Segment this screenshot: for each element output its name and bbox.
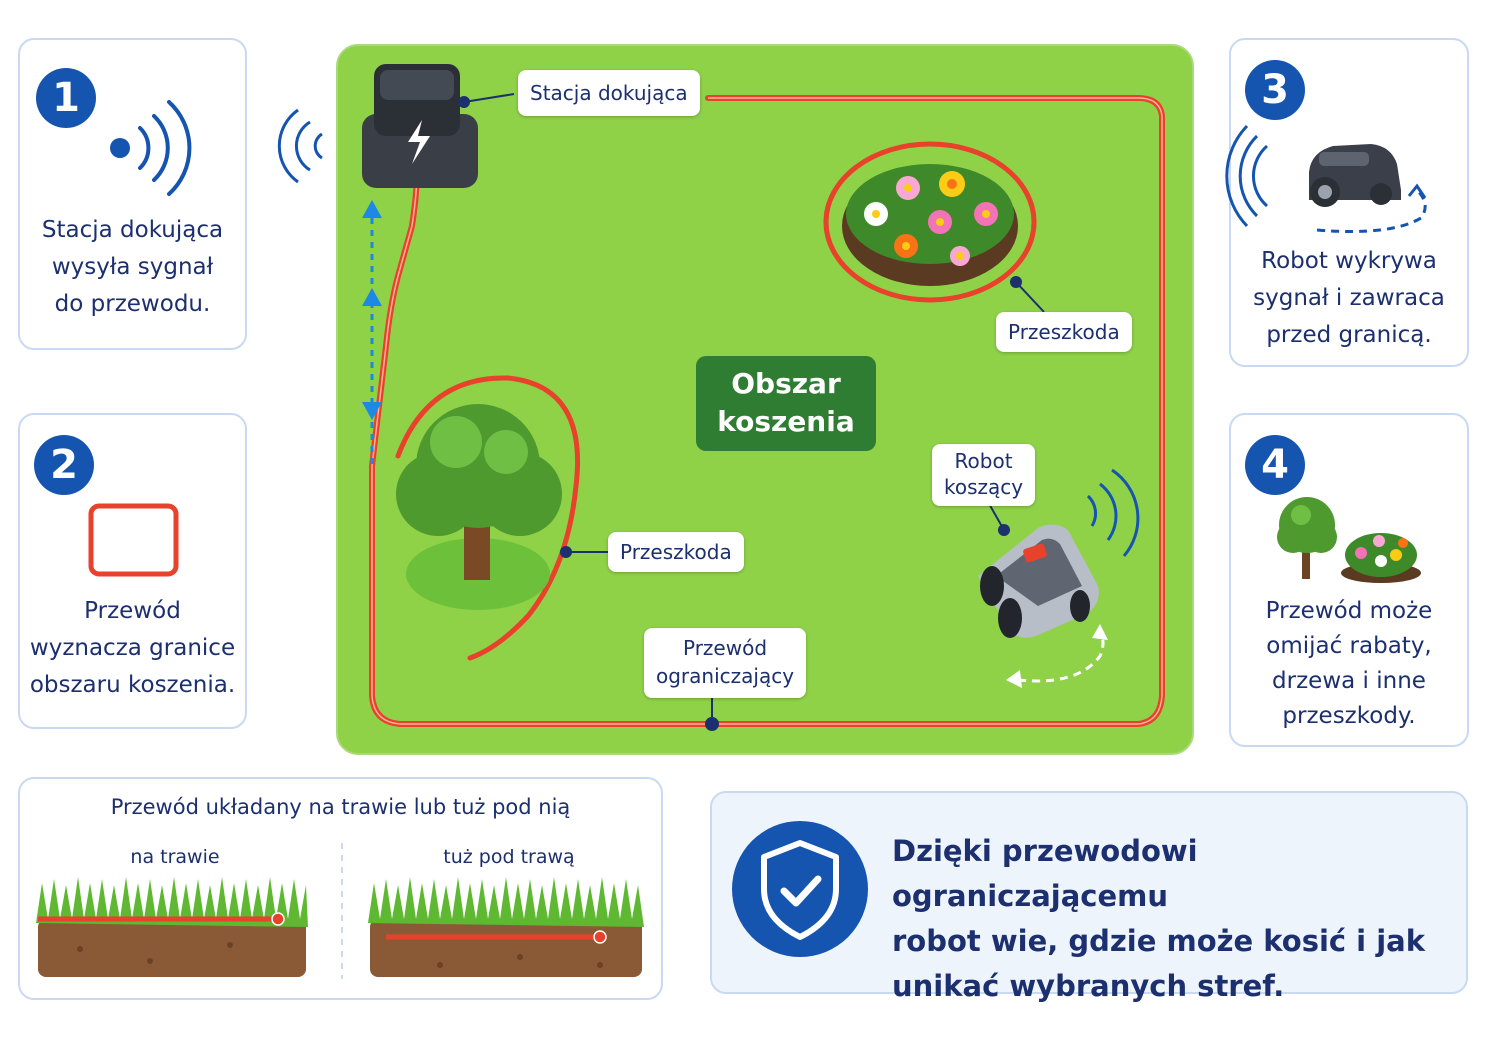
robot-label: Robot koszący (932, 444, 1036, 506)
summary-card: Dzięki przewodowi ograniczającemu robot … (710, 791, 1468, 1003)
step-badge-1: 1 (36, 68, 96, 128)
signal-waves-icon (1086, 468, 1140, 557)
tree-icon (396, 404, 562, 610)
step-text-4: Przewód może omijać rabaty, drzewa i inn… (1265, 598, 1433, 729)
on-grass-label: na trawie (130, 846, 220, 868)
station-label: Stacja dokująca (518, 70, 700, 116)
signal-waves-icon (110, 100, 192, 196)
flowerbed-obstacle-label: Przeszkoda (996, 312, 1132, 352)
step-card-1: 1 Stacja dokująca wysyła sygnał do przew… (18, 38, 247, 350)
shield-check-icon (732, 821, 868, 957)
step-card-2: 2 Przewód wyznacza granice obszaru kosze… (18, 413, 247, 729)
step-badge-2: 2 (34, 435, 94, 495)
signal-path-arrows (362, 200, 382, 470)
boundary-wire (369, 95, 1165, 727)
wire-under-grass-illustration (368, 877, 644, 977)
installation-title: Przewód układany na trawie lub tuż pod n… (110, 795, 571, 819)
installation-card: Przewód układany na trawie lub tuż pod n… (18, 777, 663, 1000)
flowerbed-icon (842, 164, 1018, 286)
boundary-square-icon (88, 503, 179, 577)
step-card-3: 3 Robot wykrywa sygnał i zawraca przed g… (1225, 38, 1469, 367)
step-card-4: 4 Przewód może omijać rabaty, drzewa i i… (1229, 413, 1469, 747)
step-badge-3: 3 (1245, 60, 1305, 120)
summary-text: Dzięki przewodowi ograniczającemu robot … (892, 834, 1426, 1003)
step-text-3: Robot wykrywa sygnał i zawraca przed gra… (1253, 248, 1445, 348)
robot-mower-icon (978, 524, 1099, 638)
turn-arrow (1006, 624, 1108, 688)
mower-icon (1225, 124, 1427, 233)
docking-station (362, 64, 478, 188)
step-text-1: Stacja dokująca wysyła sygnał do przewod… (41, 217, 224, 317)
wire-label: Przewód ograniczający (644, 628, 807, 698)
wire-on-grass-illustration (36, 877, 308, 977)
mowing-area-label: Obszar koszenia (696, 356, 876, 451)
step-badge-4: 4 (1245, 435, 1305, 495)
step-text-2: Przewód wyznacza granice obszaru koszeni… (29, 598, 236, 698)
mowing-area-map: Stacja dokująca Przeszkoda Obszar koszen… (336, 44, 1194, 755)
tree-obstacle-label: Przeszkoda (608, 532, 744, 572)
flowerbed-icon (1341, 533, 1421, 583)
under-grass-label: tuż pod trawą (443, 846, 575, 868)
tree-icon (1277, 497, 1337, 579)
lightning-icon (408, 120, 430, 164)
